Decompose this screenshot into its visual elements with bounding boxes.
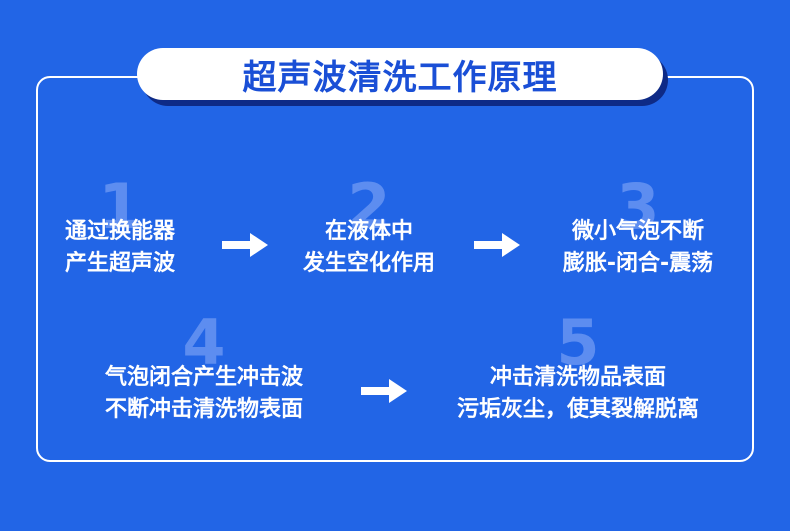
step-4-line-1: 气泡闭合产生冲击波 [104, 365, 303, 390]
step-number-1: 1 [98, 170, 142, 243]
step-4-line-2: 不断冲击清洗物表面 [104, 397, 303, 422]
step-1-line-1: 通过换能器 [64, 219, 175, 244]
step-3: 3 微小气泡不断 膨胀-闭合-震荡 [540, 176, 736, 280]
step-5-line-1: 冲击清洗物品表面 [489, 365, 666, 390]
step-5: 5 冲击清洗物品表面 污垢灰尘，使其裂解脱离 [428, 312, 728, 426]
right-arrow-icon [222, 233, 268, 257]
step-number-2: 2 [347, 170, 391, 243]
title-banner: 超声波清洗工作原理 [137, 48, 663, 100]
step-4: 4 气泡闭合产生冲击波 不断冲击清洗物表面 [72, 312, 336, 426]
step-number-5: 5 [556, 306, 600, 379]
step-1-line-2: 产生超声波 [64, 251, 175, 276]
diagram-title: 超声波清洗工作原理 [242, 57, 558, 98]
right-arrow-icon [474, 233, 520, 257]
right-arrow-icon [361, 379, 407, 403]
step-number-3: 3 [616, 170, 660, 243]
step-3-line-2: 膨胀-闭合-震荡 [562, 251, 714, 276]
step-1: 1 通过换能器 产生超声波 [42, 176, 198, 280]
step-2: 2 在液体中 发生空化作用 [279, 176, 459, 280]
step-2-line-2: 发生空化作用 [302, 251, 435, 276]
step-5-line-2: 污垢灰尘，使其裂解脱离 [456, 397, 699, 422]
step-3-line-1: 微小气泡不断 [571, 219, 704, 244]
step-2-line-1: 在液体中 [324, 219, 413, 244]
step-number-4: 4 [182, 306, 226, 379]
